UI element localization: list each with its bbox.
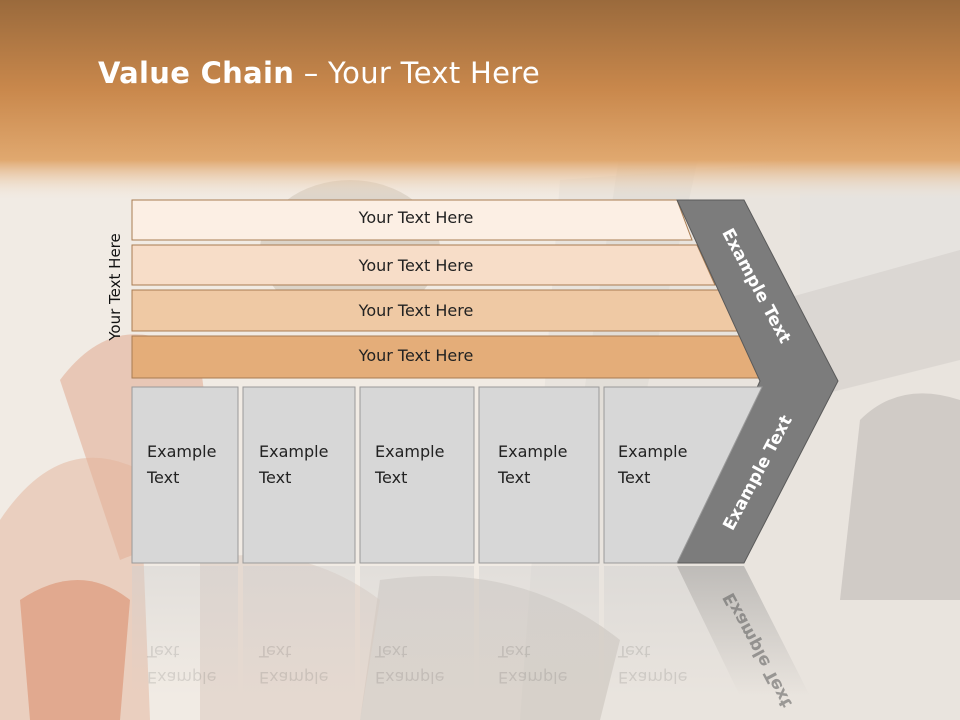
reflection-line: Text — [498, 642, 531, 661]
box-reflection-text-5: Example Text — [618, 638, 687, 690]
diagram-reflection — [132, 566, 810, 696]
box-1-line-1: Example — [147, 442, 217, 461]
reflection-line: Text — [259, 642, 292, 661]
row-label-2: Your Text Here — [358, 256, 474, 275]
box-2-line-2: Text — [259, 468, 292, 487]
box-reflection-text-3: Example Text — [375, 638, 444, 690]
activity-box-4 — [478, 386, 600, 564]
box-3-line-1: Example — [375, 442, 445, 461]
reflection-line: Example — [147, 668, 217, 687]
box-reflection-text-4: Example Text — [498, 638, 567, 690]
box-4-line-2: Text — [498, 468, 531, 487]
reflection-line: Text — [147, 642, 180, 661]
box-3-line-2: Text — [375, 468, 408, 487]
chevron-arrow — [676, 199, 839, 564]
reflection-line: Example — [375, 668, 445, 687]
box-5-line-1: Example — [618, 442, 688, 461]
reflection-line: Text — [618, 642, 651, 661]
slide-title: Value Chain – Your Text Here — [98, 56, 540, 90]
reflection-line: Text — [375, 642, 408, 661]
box-4-line-1: Example — [498, 442, 568, 461]
activity-box-2 — [242, 386, 356, 564]
activity-box-1 — [131, 386, 239, 564]
box-reflection-text-1: Example Text — [147, 638, 216, 690]
reflection-line: Example — [259, 668, 329, 687]
title-bold: Value Chain — [98, 56, 295, 90]
box-1-line-2: Text — [147, 468, 180, 487]
row-bar-2 — [131, 244, 716, 286]
row-label-4: Your Text Here — [358, 346, 474, 365]
row-label-3: Your Text Here — [358, 301, 474, 320]
row-bar-1 — [131, 199, 693, 241]
reflection-line: Example — [498, 668, 568, 687]
activity-box-3 — [359, 386, 475, 564]
box-reflection-text-2: Example Text — [259, 638, 328, 690]
reflection-line: Example — [618, 668, 688, 687]
box-2-line-1: Example — [259, 442, 329, 461]
activity-box-5 — [603, 386, 763, 564]
box-5-line-2: Text — [618, 468, 651, 487]
title-rest: – Your Text Here — [294, 56, 540, 90]
vertical-side-label: Your Text Here — [106, 233, 124, 341]
row-label-1: Your Text Here — [358, 208, 474, 227]
